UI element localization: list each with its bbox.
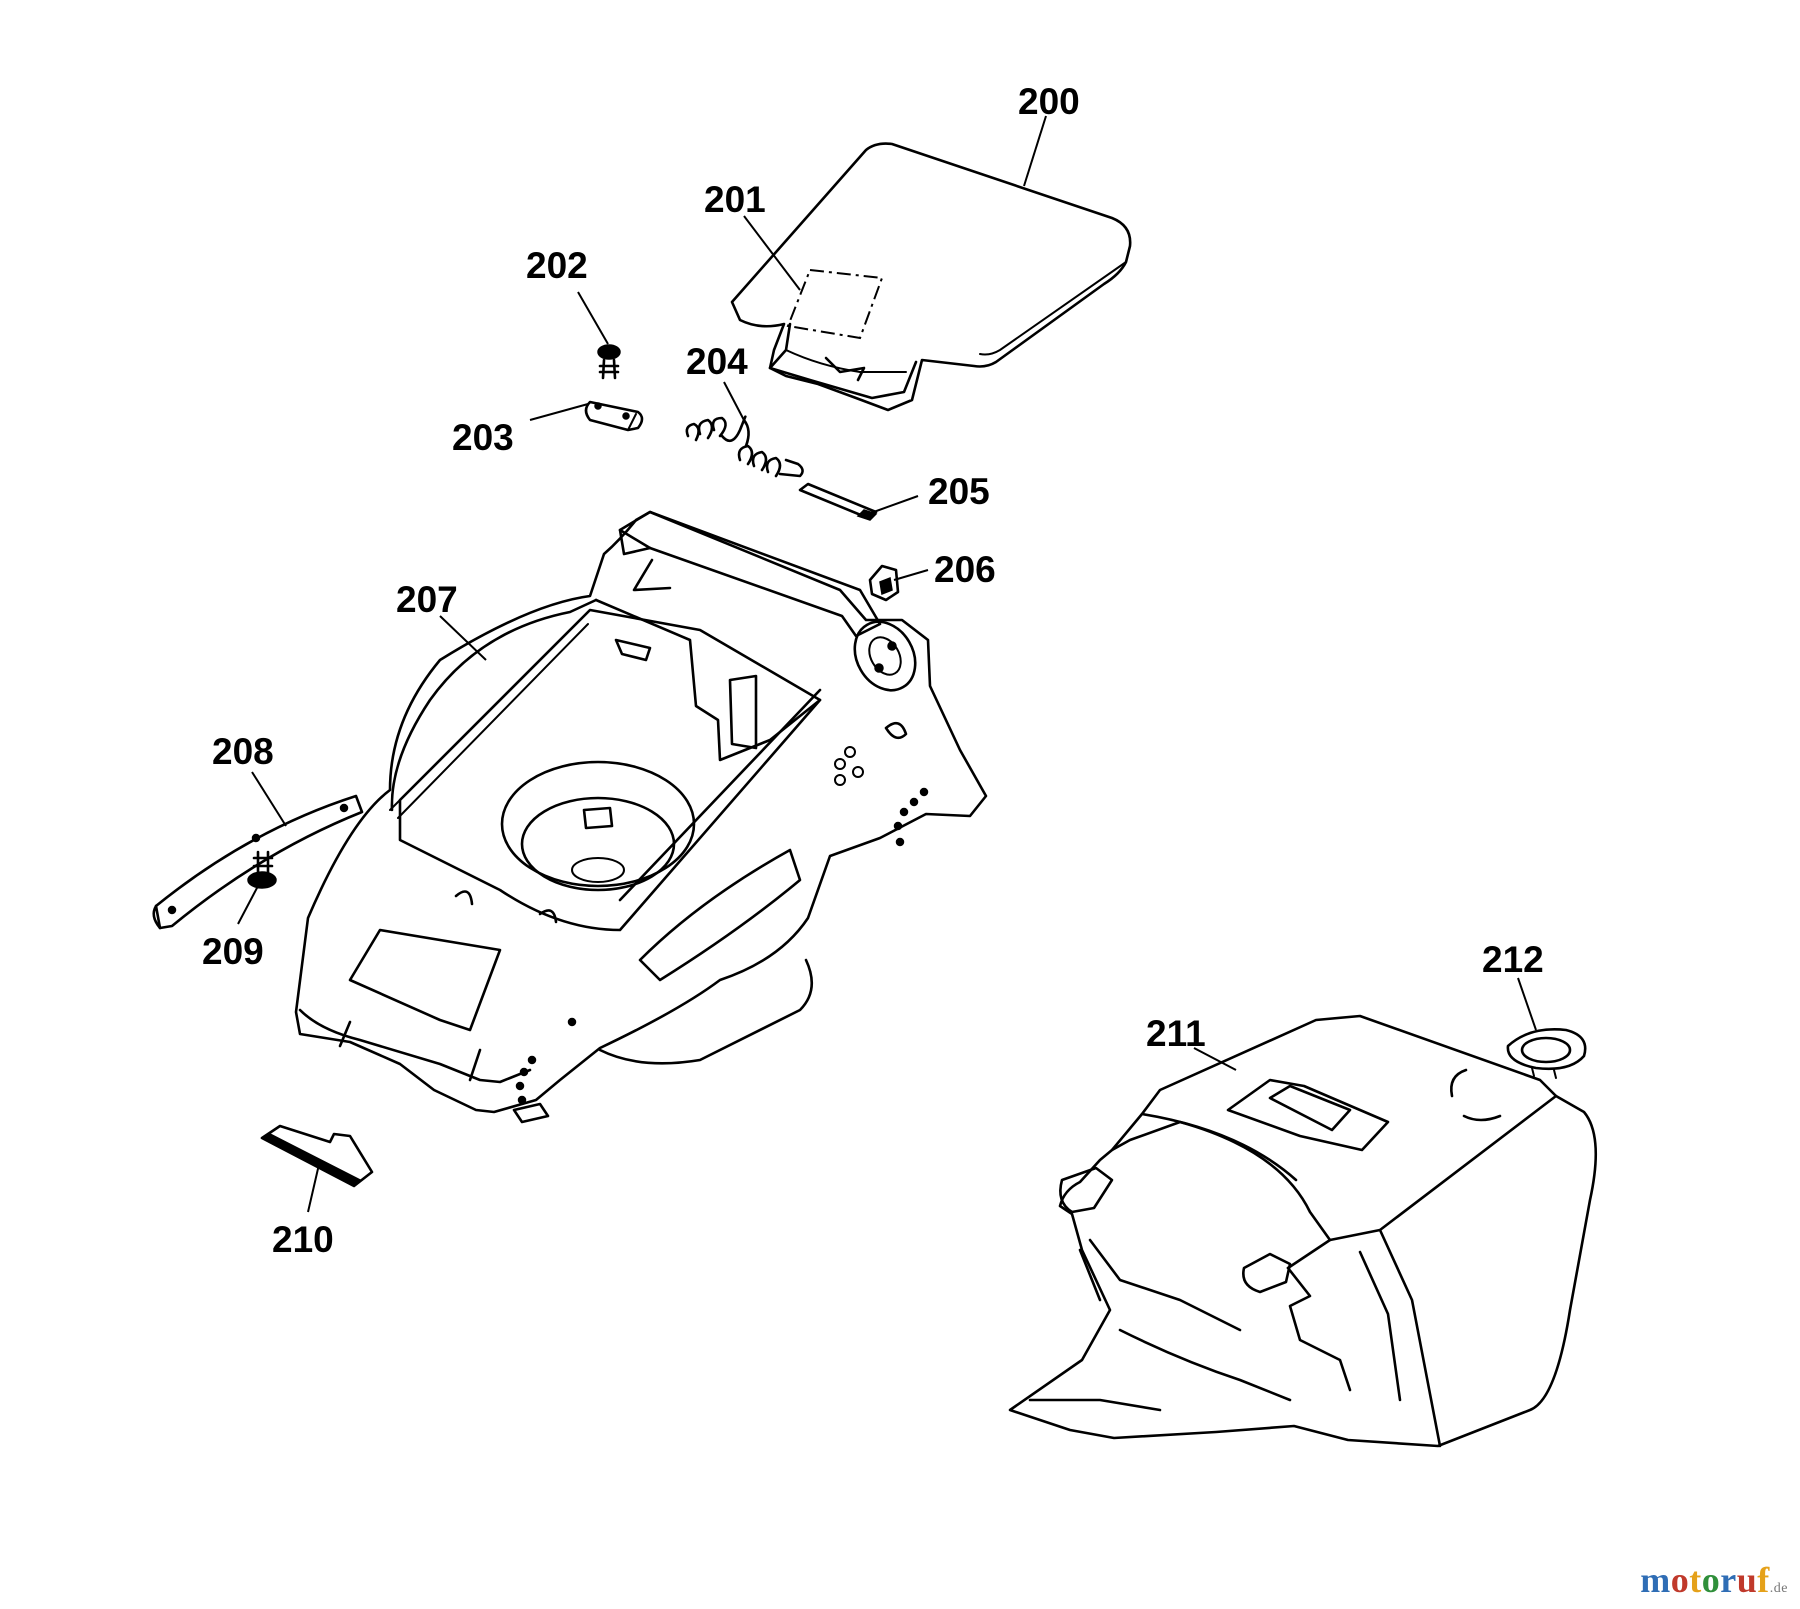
part-206-clip xyxy=(868,564,900,602)
leader-lines xyxy=(237,115,1537,1213)
watermark-letter: m xyxy=(1640,1560,1671,1600)
callout-211: 211 xyxy=(1146,1013,1206,1054)
part-212-indicator xyxy=(1506,1028,1587,1079)
watermark-letter: f xyxy=(1757,1560,1770,1600)
callout-201: 201 xyxy=(704,179,766,220)
watermark-letter: o xyxy=(1701,1560,1721,1600)
watermark-letters: motoruf xyxy=(1640,1560,1770,1600)
watermark-letter: t xyxy=(1689,1560,1702,1600)
watermark-logo: motoruf.de xyxy=(1640,1559,1788,1601)
part-204-spring xyxy=(685,415,804,478)
part-203-plate xyxy=(584,400,644,432)
callout-200: 200 xyxy=(1018,81,1080,122)
watermark-letter: r xyxy=(1720,1560,1737,1600)
callout-labels: 200 201 202 203 204 205 206 207 208 209 … xyxy=(202,81,1544,1260)
callout-202: 202 xyxy=(526,245,588,286)
height-adjust-holes xyxy=(515,746,929,1105)
part-200-rear-flap xyxy=(730,142,1132,412)
callout-208: 208 xyxy=(212,731,274,772)
part-202-screw xyxy=(597,344,621,380)
callout-210: 210 xyxy=(272,1219,334,1260)
part-205-pin xyxy=(798,482,878,521)
part-208-strip xyxy=(152,794,364,930)
callout-204: 204 xyxy=(686,341,748,382)
callout-205: 205 xyxy=(928,471,990,512)
part-201-label xyxy=(786,268,884,340)
watermark-letter: u xyxy=(1736,1560,1758,1600)
callout-212: 212 xyxy=(1482,939,1544,980)
watermark-suffix: .de xyxy=(1769,1581,1788,1596)
watermark-letter: o xyxy=(1670,1560,1690,1600)
callout-203: 203 xyxy=(452,417,514,458)
part-210-blade xyxy=(260,1124,374,1188)
part-207-mower-housing xyxy=(294,510,988,1124)
callout-209: 209 xyxy=(202,931,264,972)
callout-207: 207 xyxy=(396,579,458,620)
callout-206: 206 xyxy=(934,549,996,590)
part-209-screw xyxy=(247,850,277,889)
part-211-grass-catcher xyxy=(1008,1014,1598,1448)
